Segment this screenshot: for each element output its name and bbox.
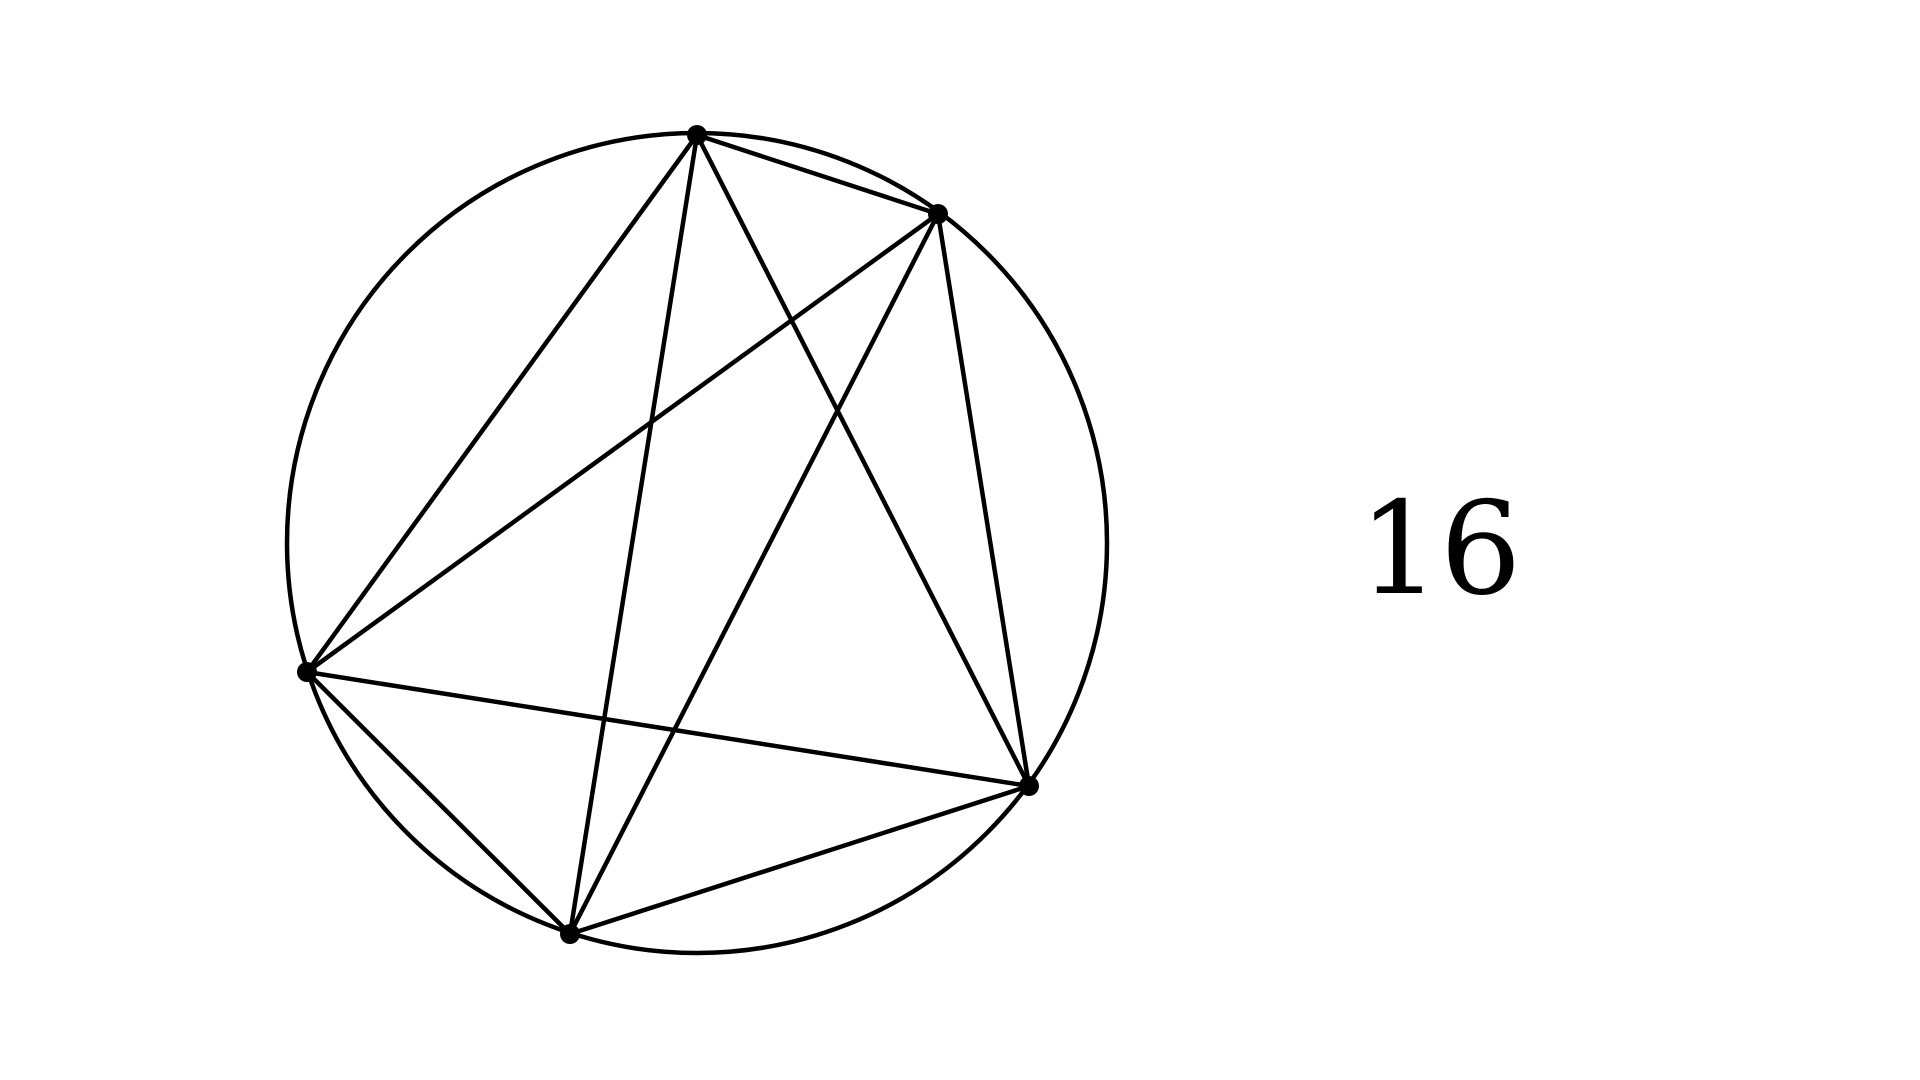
chord-p2-p3 — [304, 211, 941, 675]
point-p3 — [297, 662, 317, 682]
points-group — [297, 125, 1039, 944]
chord-p3-p5 — [304, 669, 573, 937]
point-p4 — [1019, 776, 1039, 796]
chord-p1-p4 — [694, 132, 1032, 789]
point-p5 — [560, 924, 580, 944]
chords-group — [304, 132, 1032, 937]
circle-outline — [284, 130, 1110, 956]
chord-p1-p5 — [567, 132, 700, 937]
chord-p4-p5 — [567, 783, 1032, 937]
chord-p1-p3 — [304, 132, 700, 675]
region-count-label: 16 — [1358, 475, 1522, 624]
chord-p2-p5 — [567, 211, 941, 937]
circle-outline-group — [284, 130, 1110, 956]
chord-p1-p2 — [694, 132, 941, 217]
point-p1 — [687, 125, 707, 145]
point-p2 — [928, 204, 948, 224]
chord-p3-p4 — [304, 669, 1032, 789]
chord-p2-p4 — [935, 211, 1032, 789]
